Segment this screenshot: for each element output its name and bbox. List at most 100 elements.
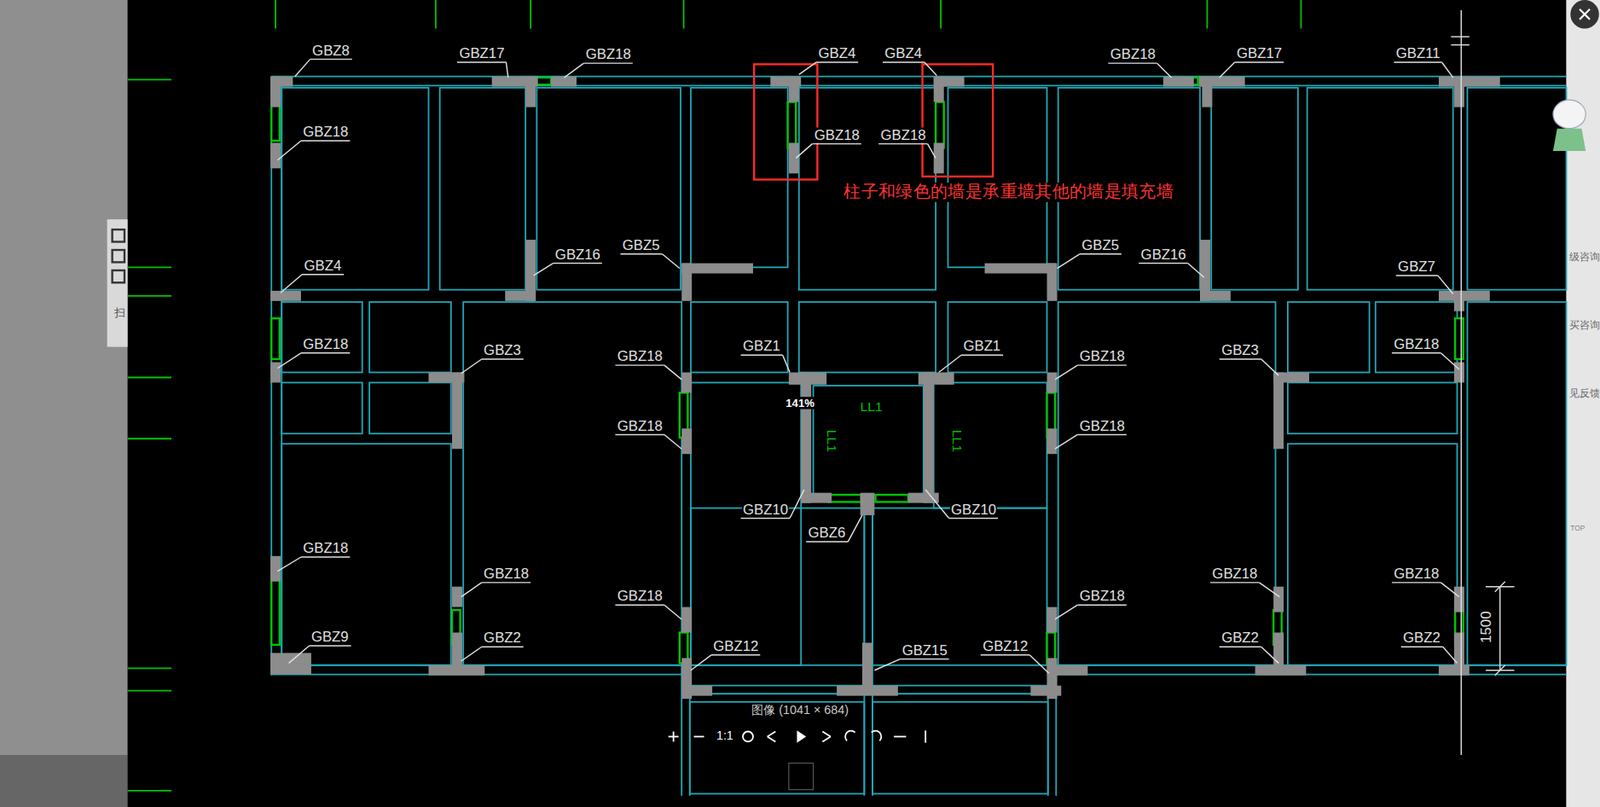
column xyxy=(836,685,899,696)
leader-line xyxy=(939,354,962,372)
leader-line xyxy=(1138,262,1188,264)
room-outline xyxy=(369,301,452,373)
leader-line xyxy=(552,262,602,264)
toolbar-icon xyxy=(796,730,806,743)
column xyxy=(1047,657,1058,699)
column xyxy=(1438,76,1501,87)
leader-line xyxy=(799,62,817,75)
avatar xyxy=(1553,128,1586,151)
thumbnail-icon-group xyxy=(788,763,814,790)
leader-line xyxy=(461,646,482,661)
column-tag: GBZ4 xyxy=(817,46,857,62)
column-tag: GBZ18 xyxy=(1109,46,1157,63)
wall-line xyxy=(271,75,1566,78)
close-icon-group xyxy=(1579,9,1590,20)
leader-line xyxy=(847,515,863,542)
column xyxy=(1454,631,1465,673)
axis-line xyxy=(127,689,172,692)
column-tag: GBZ18 xyxy=(301,336,349,353)
sidebar-text: TOP xyxy=(1569,524,1586,533)
axis-line xyxy=(127,789,172,792)
column-tag: GBZ17 xyxy=(457,46,505,62)
leader-line xyxy=(1219,358,1262,360)
column-tag: GBZ4 xyxy=(302,258,343,274)
column xyxy=(270,76,281,108)
column-tag: GBZ18 xyxy=(1211,566,1258,582)
toolbar-icon xyxy=(845,730,882,742)
column xyxy=(908,492,940,504)
bottom-bar xyxy=(0,754,128,807)
bearing-wall xyxy=(1455,318,1464,360)
leader-line xyxy=(1442,62,1454,78)
column-tag: GBZ1 xyxy=(742,338,782,354)
toolbar-icon xyxy=(822,736,831,742)
room-outline-group xyxy=(281,87,1566,795)
wall-line-group xyxy=(271,76,1566,796)
image-size: 图像 (1041 × 684) xyxy=(749,703,850,718)
leader-line xyxy=(614,434,664,435)
leader-line xyxy=(1219,62,1235,78)
leader-line xyxy=(1401,646,1444,648)
highlight-box xyxy=(922,63,994,177)
leader-line xyxy=(1210,581,1259,583)
column xyxy=(681,263,754,274)
annotation-note: 柱子和绿色的墙是承重墙其他的墙是填充墙 xyxy=(842,182,1175,202)
leader-line xyxy=(949,517,998,519)
avatar xyxy=(1553,99,1586,128)
leader-line xyxy=(583,62,632,64)
qr-panel-group xyxy=(107,219,128,347)
leader-line xyxy=(664,604,682,620)
leader-line xyxy=(289,645,310,663)
axis-line xyxy=(939,0,942,29)
room-outline xyxy=(947,301,1047,373)
leader-line xyxy=(925,489,950,518)
column-tag: GBZ18 xyxy=(482,566,530,582)
leader-line xyxy=(564,63,585,78)
leader-line xyxy=(1443,646,1458,663)
column xyxy=(985,263,1057,274)
leader-line xyxy=(295,58,311,76)
crosshair xyxy=(1450,35,1470,37)
close-button xyxy=(1570,0,1600,29)
column xyxy=(788,142,800,174)
leader-line xyxy=(811,143,861,145)
axis-line xyxy=(127,666,172,669)
room-outline xyxy=(281,301,363,373)
column xyxy=(800,372,812,504)
room-outline xyxy=(690,508,864,666)
room-outline xyxy=(933,382,1048,508)
room-outline xyxy=(690,301,789,373)
bearing-wall xyxy=(271,102,280,141)
leader-line xyxy=(461,359,482,374)
toolbar-icon xyxy=(767,736,777,742)
column xyxy=(1047,372,1058,394)
leader-line xyxy=(301,352,350,354)
axis-line-group xyxy=(275,0,1301,29)
sidebar-text: 级咨询 xyxy=(1568,250,1600,262)
leader-line xyxy=(1077,364,1126,366)
toolbar-button: 1:1 xyxy=(715,729,735,743)
column xyxy=(1163,76,1195,87)
axis-line xyxy=(434,0,437,29)
column xyxy=(452,372,463,450)
column xyxy=(860,492,876,516)
room-outline xyxy=(872,701,1049,795)
column-tag: GBZ18 xyxy=(301,540,349,557)
column xyxy=(1454,290,1465,312)
crosshair xyxy=(1450,44,1470,46)
column xyxy=(1047,665,1089,676)
column-tag: GBZ10 xyxy=(950,501,998,517)
crosshair xyxy=(1460,10,1462,755)
axis-line xyxy=(127,437,172,440)
leader-line xyxy=(1393,61,1442,63)
axis-line xyxy=(127,78,172,81)
sidebar-text: 买咨询 xyxy=(1568,318,1600,331)
room-outline xyxy=(690,382,801,665)
leader-line xyxy=(1234,61,1284,63)
axis-line xyxy=(127,376,172,379)
column-group xyxy=(270,76,1501,700)
dimension-line xyxy=(1495,665,1506,676)
room-outline xyxy=(872,508,1048,666)
bearing-wall xyxy=(935,102,945,149)
